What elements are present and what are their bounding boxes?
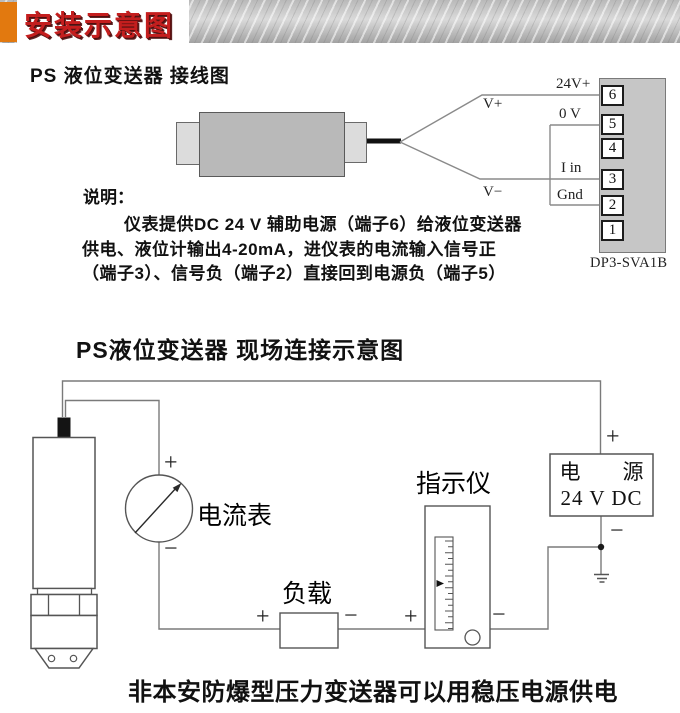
label-v-minus: V− [483,184,503,200]
power-supply-rating: 24 V DC [560,486,643,510]
label-0v: 0 V [559,106,581,122]
label-24v-plus: 24V+ [556,76,591,92]
note-line-1: 仪表提供DC 24 V 辅助电源（端子6）给液位变送器 [124,215,522,234]
ammeter-label: 电流表 [197,503,273,530]
terminal-6: 6 [601,85,624,106]
banner-accent-block [0,2,17,42]
terminal-block-model: DP3-SVA1B [590,255,668,271]
label-v-plus: V+ [483,96,503,112]
probe-tip-hole-right [69,654,78,663]
page-title: 安装示意图 [24,10,175,41]
probe-hex-nut [30,593,98,617]
sensor-end-cap-left [176,122,201,165]
probe-tip-hole-left [47,654,56,663]
indicator-plus-sign: + [404,604,418,630]
load-label: 负载 [282,581,333,608]
bottom-caption: 非本安防爆型压力变送器可以用稳压电源供电 [128,679,618,706]
note-line-3: （端子3）、信号负（端子2）直接回到电源负（端子5） [82,264,506,283]
terminal-1: 1 [601,220,624,241]
load-box [279,612,339,649]
indicator-label: 指示仪 [416,471,492,498]
junction-dot [597,543,605,551]
wire-v-plus [399,94,601,143]
header-banner: 安装示意图 [0,0,680,43]
wire-probe-to-ammeter [64,399,160,475]
sensor-end-cap-right [343,122,367,163]
power-supply-box [549,453,654,517]
terminal-4: 4 [601,138,624,159]
wiring-title: PS 液位变送器 接线图 [30,66,230,87]
indicator-adjust-knob [464,629,481,646]
probe-cable-gland [57,417,71,438]
load-plus-sign: + [256,604,270,630]
wire-v-minus [399,141,601,180]
wiring-lines [363,94,601,206]
power-supply-labels: 电 源 24 V DC [550,454,653,516]
ground-symbol [594,573,609,583]
note-line-2: 供电、液位计输出4-20mA，进仪表的电流输入信号正 [82,240,497,259]
load-minus-sign: − [344,603,358,629]
wire-ammeter-to-load [158,542,280,630]
terminal-3: 3 [601,169,624,190]
banner-title-backplate [17,0,189,43]
probe-tip [33,647,95,669]
wire-probe-to-power [61,380,602,454]
power-supply-name: 电 源 [559,460,644,484]
probe-lower-block [30,614,98,650]
label-iin: I in [561,160,582,176]
probe-hex-facets [47,594,81,616]
level-transmitter-body [199,112,345,177]
field-lines [30,380,654,669]
probe-collar [36,587,93,596]
terminal-5: 5 [601,114,624,135]
note-heading: 说明： [83,188,134,207]
indicator-minus-sign: − [492,602,506,628]
ammeter-needle-arrowhead [172,483,182,493]
field-title: PS液位变送器 现场连接示意图 [76,337,405,363]
terminal-2: 2 [601,195,624,216]
indicator-pointer [436,580,444,587]
indicator-scale-ticks [445,540,453,629]
wire-indicator-to-junction [490,546,601,630]
ammeter-minus-sign: − [164,536,178,562]
label-gnd: Gnd [557,187,583,203]
ammeter-needle [134,486,178,534]
power-plus-sign: + [606,424,620,450]
probe-body [32,436,96,590]
ammeter-plus-sign: + [164,450,178,476]
power-minus-sign: − [610,518,624,544]
